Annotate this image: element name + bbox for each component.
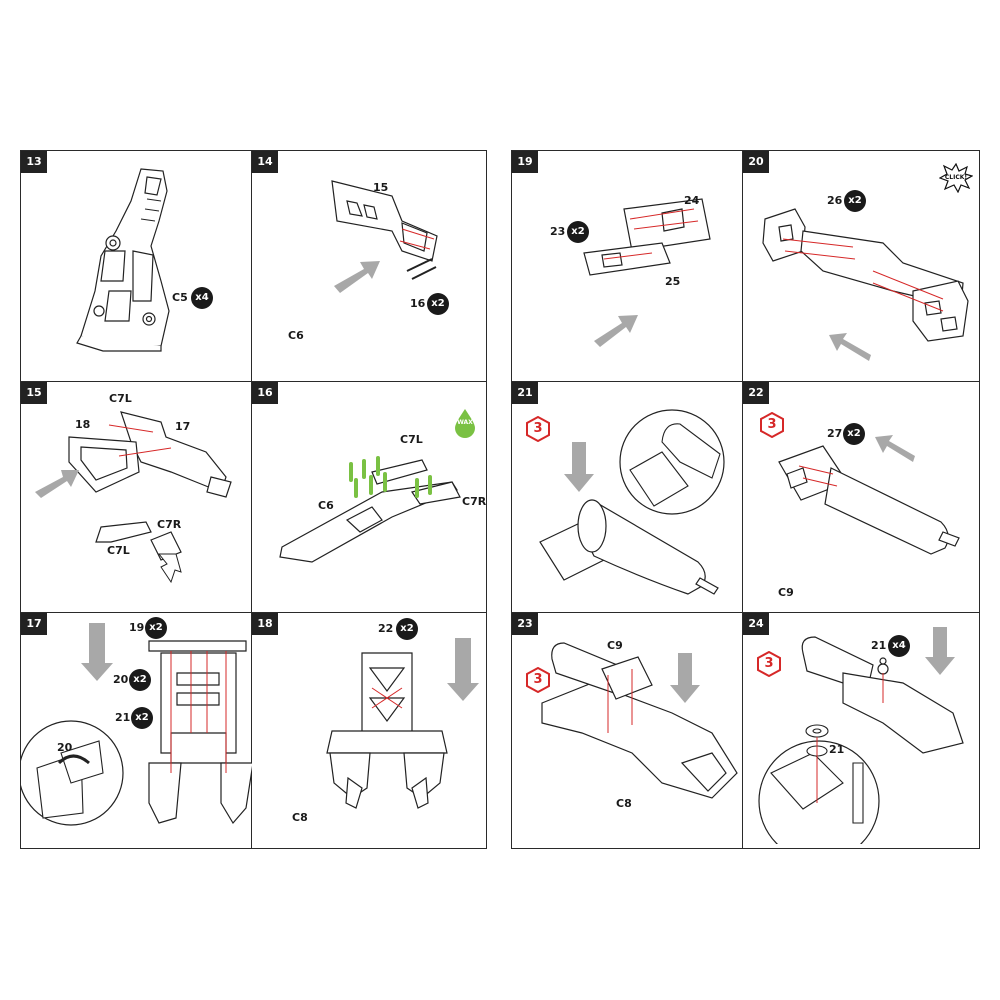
step-22-panel: 22 3 27 x2 C9 — [743, 382, 979, 613]
step-number: 15 — [21, 382, 47, 404]
part-label-21: 21 — [115, 711, 131, 724]
arrow-icon — [829, 333, 871, 361]
step-16-illustration — [279, 456, 461, 563]
step-17-illustration — [21, 623, 252, 826]
step-19-illustration — [583, 198, 711, 347]
hex-badge-number: 3 — [533, 421, 543, 436]
arrow-icon — [925, 627, 955, 675]
step-17-panel: 17 19 x2 20 x2 21 x2 20 — [21, 613, 252, 848]
part-label-26: 26 — [827, 194, 843, 207]
step-21-illustration — [539, 409, 725, 595]
hexagon-badge-icon: 3 — [760, 411, 784, 439]
step-number: 22 — [743, 382, 769, 404]
step-15-illustration — [35, 411, 232, 584]
part-label-c7l: C7L — [400, 433, 423, 446]
part-label-c5: C5 — [172, 291, 188, 304]
arrow-icon — [35, 470, 79, 498]
step-23-panel: 23 3 C9 C8 — [512, 613, 743, 848]
quantity-badge: x2 — [567, 221, 589, 243]
hex-badge-number: 3 — [764, 656, 774, 671]
hex-badge-number: 3 — [533, 672, 543, 687]
step-19-panel: 19 23 x2 24 25 — [512, 151, 743, 382]
part-label-21: 21 — [871, 639, 887, 652]
step-number: 18 — [252, 613, 278, 635]
arrow-icon — [594, 315, 638, 347]
hexagon-badge-icon: 3 — [526, 415, 550, 443]
part-label-c7l-top: C7L — [109, 392, 132, 405]
step-15-panel: 15 C7L C7L 18 17 C7R — [21, 382, 252, 613]
quantity-badge: x2 — [129, 669, 151, 691]
part-label-c7l: C7L — [107, 544, 130, 557]
click-label: CLICK! — [944, 174, 968, 181]
step-number: 17 — [21, 613, 47, 635]
step-number: 19 — [512, 151, 538, 173]
step-22-illustration — [778, 435, 960, 555]
step-number: 20 — [743, 151, 769, 173]
wax-label: WAX — [457, 419, 473, 426]
step-20-illustration — [762, 208, 969, 361]
arrow-icon — [81, 623, 113, 681]
quantity-badge: x4 — [888, 635, 910, 657]
step-number: 23 — [512, 613, 538, 635]
step-number: 14 — [252, 151, 278, 173]
part-label-c8: C8 — [292, 811, 308, 824]
quantity-badge: x2 — [427, 293, 449, 315]
part-label-c6: C6 — [288, 329, 304, 342]
part-label-27: 27 — [827, 427, 843, 440]
step-24-illustration — [758, 627, 964, 844]
step-21-panel: 21 3 — [512, 382, 743, 613]
part-label-25: 25 — [665, 275, 681, 288]
step-number: 13 — [21, 151, 47, 173]
quantity-badge: x2 — [843, 423, 865, 445]
arrow-icon — [670, 653, 700, 703]
hexagon-badge-icon: 3 — [757, 650, 781, 678]
part-label-20: 20 — [113, 673, 129, 686]
arrow-icon — [157, 553, 182, 584]
arrow-icon — [334, 261, 380, 293]
burst-icon: CLICK! — [938, 162, 974, 194]
quantity-badge: x2 — [145, 617, 167, 639]
part-label-c9: C9 — [778, 586, 794, 599]
step-16-panel: 16 WAX C7L C6 C7R — [252, 382, 486, 613]
step-13-illustration — [76, 168, 170, 352]
hex-badge-number: 3 — [767, 417, 777, 432]
arrow-icon — [447, 638, 479, 701]
step-number: 24 — [743, 613, 769, 635]
part-label-22: 22 — [378, 622, 394, 635]
instruction-sheet-right: 19 23 x2 24 25 20 — [511, 150, 980, 849]
quantity-badge: x2 — [131, 707, 153, 729]
part-label-15: 15 — [373, 181, 389, 194]
quantity-badge: x2 — [844, 190, 866, 212]
part-label-c7r: C7R — [157, 518, 182, 531]
step-23-illustration — [541, 642, 738, 799]
part-label-c7r: C7R — [462, 495, 487, 508]
part-label-16: 16 — [410, 297, 426, 310]
step-13-panel: 13 C5 x4 — [21, 151, 252, 382]
part-label-24: 24 — [684, 194, 700, 207]
part-label-18: 18 — [75, 418, 91, 431]
step-14-panel: 14 15 16 x2 C6 — [252, 151, 486, 382]
step-20-panel: 20 CLICK! 26 x2 — [743, 151, 979, 382]
step-24-panel: 24 3 21 x4 21 — [743, 613, 979, 848]
arrow-icon — [564, 442, 594, 492]
step-number: 16 — [252, 382, 278, 404]
part-label-c6: C6 — [318, 499, 334, 512]
part-label-21-detail: 21 — [829, 743, 845, 756]
hexagon-badge-icon: 3 — [526, 666, 550, 694]
step-18-panel: 18 22 x2 C8 — [252, 613, 486, 848]
drop-icon: WAX — [453, 408, 477, 438]
quantity-badge: x2 — [396, 618, 418, 640]
part-label-19: 19 — [129, 621, 145, 634]
quantity-badge: x4 — [191, 287, 213, 309]
instruction-sheet-left: 13 C5 x4 14 — [20, 150, 487, 849]
step-number: 21 — [512, 382, 538, 404]
part-label-17: 17 — [175, 420, 191, 433]
arrow-icon — [875, 435, 915, 462]
step-18-illustration — [326, 638, 479, 809]
part-label-20-detail: 20 — [57, 741, 73, 754]
part-label-c9: C9 — [607, 639, 623, 652]
part-label-23: 23 — [550, 225, 566, 238]
part-label-c8: C8 — [616, 797, 632, 810]
step-14-illustration — [331, 180, 438, 293]
